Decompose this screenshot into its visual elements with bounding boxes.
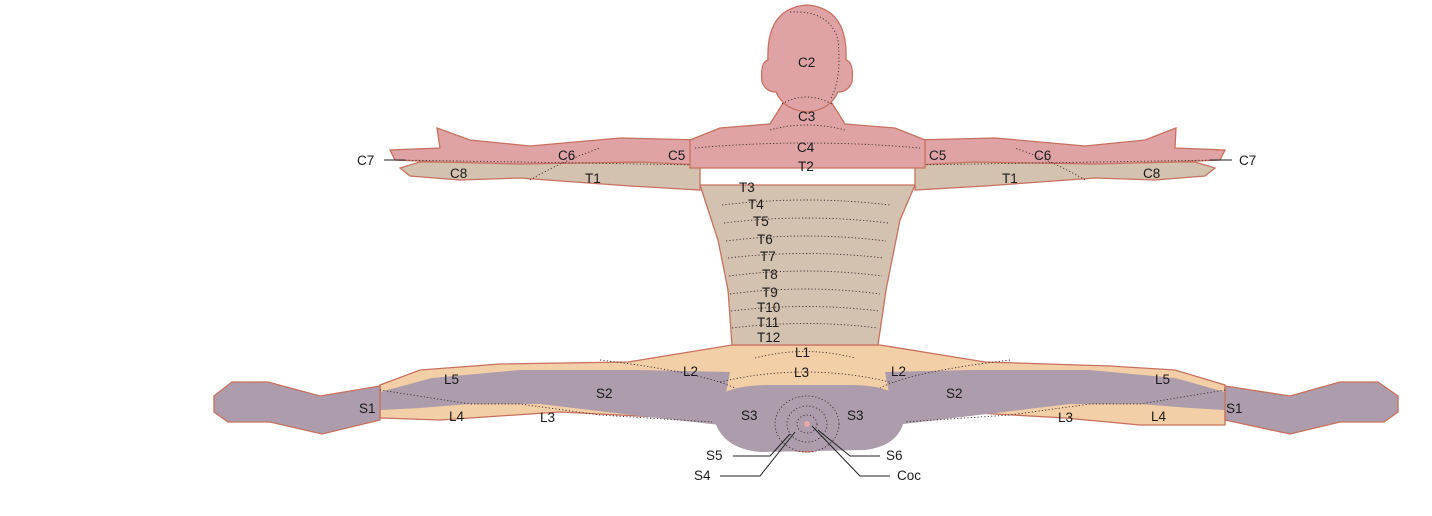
left-arm-cervical [390, 128, 700, 165]
label-t9: T9 [762, 285, 778, 300]
label-t12: T12 [757, 330, 780, 345]
label-s6: S6 [886, 448, 903, 463]
right-arm-cervical [915, 128, 1225, 165]
label-l2-right: L2 [891, 364, 906, 379]
label-s2-right: S2 [946, 386, 963, 401]
label-c6-right: C6 [1034, 148, 1051, 163]
label-l1: L1 [795, 345, 810, 360]
label-c7-right: C7 [1239, 153, 1256, 168]
label-l4-right: L4 [1151, 409, 1167, 424]
lower-body [214, 345, 1398, 452]
label-s1-left: S1 [359, 401, 376, 416]
label-t11: T11 [757, 315, 779, 330]
label-coc: Coc [897, 468, 921, 483]
label-t8: T8 [762, 267, 778, 282]
right-arm-thoracic [915, 160, 1215, 190]
label-t5: T5 [753, 214, 769, 229]
label-t6: T6 [757, 232, 773, 247]
left-arm [390, 128, 700, 190]
label-l3-right: L3 [1058, 410, 1073, 425]
label-t7: T7 [760, 249, 776, 264]
label-t10: T10 [757, 300, 780, 315]
label-c5-left: C5 [668, 148, 685, 163]
label-c4: C4 [797, 140, 815, 155]
label-c8-left: C8 [450, 166, 467, 181]
label-s3-left: S3 [741, 408, 758, 423]
left-arm-thoracic [400, 160, 700, 190]
label-s1-right: S1 [1226, 401, 1243, 416]
label-t3: T3 [739, 180, 755, 195]
s1-right-region [1225, 382, 1398, 434]
label-s5: S5 [706, 448, 723, 463]
label-l3-left: L3 [540, 410, 555, 425]
label-c6-left: C6 [558, 148, 575, 163]
label-c5-right: C5 [929, 148, 946, 163]
label-c7-left: C7 [357, 153, 374, 168]
label-c8-right: C8 [1143, 166, 1160, 181]
right-arm [915, 128, 1225, 190]
s1-left-region [214, 382, 380, 434]
label-t1-right: T1 [1002, 171, 1018, 186]
label-c3: C3 [798, 109, 815, 124]
label-t1-left: T1 [585, 171, 601, 186]
label-l4-left: L4 [449, 409, 465, 424]
label-t4: T4 [748, 197, 764, 212]
label-s4: S4 [694, 468, 711, 483]
label-c2: C2 [798, 55, 815, 70]
thoracic-region [700, 185, 915, 345]
label-s3-right: S3 [847, 408, 864, 423]
label-l5-left: L5 [444, 372, 459, 387]
label-s2-left: S2 [596, 386, 613, 401]
label-l2-left: L2 [683, 364, 698, 379]
label-l3-center: L3 [794, 365, 809, 380]
torso [700, 185, 915, 345]
label-l5-right: L5 [1155, 372, 1170, 387]
label-t2: T2 [798, 159, 814, 174]
